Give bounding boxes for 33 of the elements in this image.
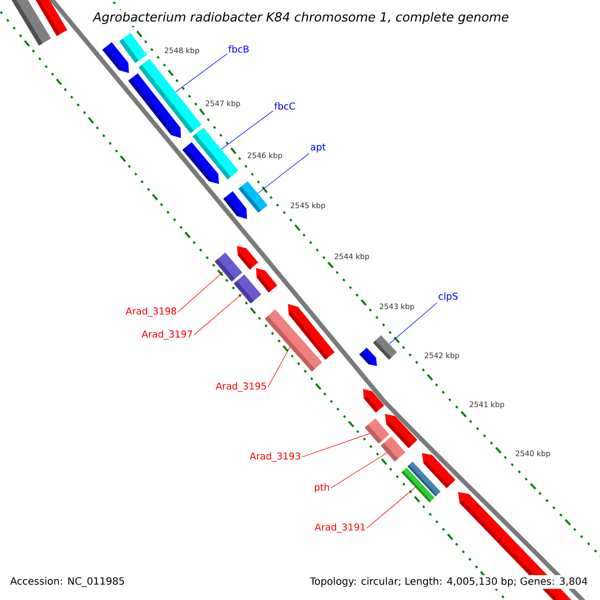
- gene-block: [364, 418, 390, 444]
- gene-label: Arad_3197: [142, 330, 192, 340]
- footer-text: Topology: circular; Length: 4,005,130 bp; Genes: 3,804: [308, 575, 590, 589]
- leader-line: [268, 346, 290, 388]
- leader-line: [389, 302, 438, 344]
- leader-line: [176, 54, 228, 92]
- gene-block: [373, 335, 397, 360]
- footer-text: Accession: NC_011985: [8, 575, 127, 589]
- gene-label: apt: [310, 144, 326, 152]
- gene-label: Arad_3191: [314, 523, 365, 533]
- gene-label: Arad_3193: [250, 452, 300, 462]
- leader-line: [366, 487, 416, 528]
- gene-label: clpS: [438, 292, 458, 302]
- gene-label: fbcB: [228, 45, 249, 53]
- gene-block: [234, 274, 262, 304]
- title: Agrobacterium radiobacter K84 chromosome 1, complete genome: [91, 10, 511, 26]
- gene-label: Arad_3195: [216, 382, 266, 392]
- leader-line: [178, 272, 224, 312]
- leader-line: [302, 433, 370, 458]
- gene-block: [380, 436, 406, 462]
- gene-label: Arad_3198: [126, 307, 176, 317]
- gene-label: fbcC: [274, 102, 295, 110]
- leader-line: [258, 153, 310, 194]
- gene-block: [214, 252, 242, 282]
- leader-line: [330, 452, 388, 488]
- leader-line: [220, 110, 274, 150]
- gene-block: [401, 468, 435, 502]
- gene-block: [138, 58, 202, 134]
- gene-block: [264, 309, 322, 372]
- gene-block: [192, 128, 238, 180]
- gene-label: pth: [314, 483, 329, 493]
- leader-line: [194, 293, 242, 336]
- gene-block: [238, 181, 268, 213]
